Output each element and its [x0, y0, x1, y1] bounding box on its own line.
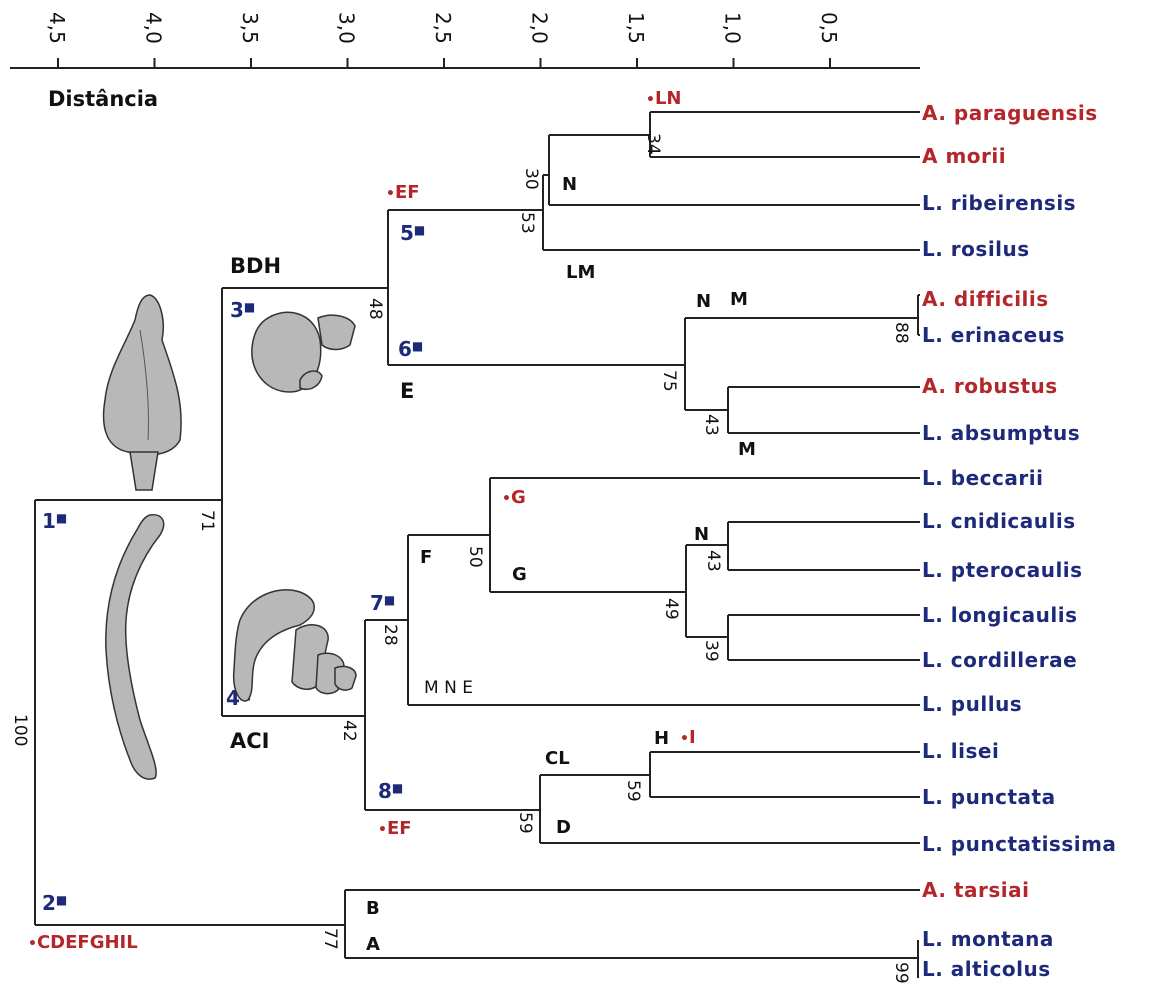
support-value: 100 [10, 714, 30, 746]
support-value: 30 [521, 168, 541, 190]
node-number-1: 1■ [42, 509, 67, 533]
axis-tick-label: 3,5 [238, 12, 262, 44]
support-value: 59 [515, 812, 535, 834]
character-labels: •LN •EF N LM N M E M •G F G N M N E H •I… [28, 88, 756, 955]
axis-tick-label: 1,0 [721, 12, 745, 44]
support-value: 28 [380, 624, 400, 646]
taxon-label: L. cnidicaulis [922, 509, 1076, 533]
node-number-8: 8■ [378, 779, 403, 803]
node-number-7: 7■ [370, 591, 395, 615]
taxon-label: A. robustus [922, 374, 1058, 398]
distance-axis: 4,5 4,0 3,5 3,0 2,5 2,0 1,5 1,0 0,5 Distância [10, 12, 920, 111]
char-label-a: A [366, 934, 380, 955]
anther-figure-bottom-icon [106, 515, 164, 779]
node-number-3: 3■ [230, 298, 255, 322]
support-value: 43 [703, 550, 723, 572]
taxon-label: L. punctatissima [922, 832, 1116, 856]
axis-tick-label: 3,0 [335, 12, 359, 44]
taxon-labels: A. paraguensis A morii L. ribeirensis L. ro… [922, 101, 1116, 981]
axis-tick-label: 4,5 [45, 12, 69, 44]
node-number-2: 2■ [42, 891, 67, 915]
taxon-label: L. pullus [922, 692, 1022, 716]
taxon-label: L. punctata [922, 785, 1056, 809]
anther-figure-top-icon [104, 295, 182, 490]
taxon-label: L. cordillerae [922, 648, 1077, 672]
taxon-label: A. tarsiai [922, 878, 1029, 902]
axis-tick-label: 0,5 [817, 12, 841, 44]
flower-figure-upper-icon [252, 312, 355, 392]
axis-title: Distância [48, 87, 158, 111]
taxon-label: A. paraguensis [922, 101, 1098, 125]
char-label-n: N [694, 524, 709, 545]
axis-tick-label: 2,5 [431, 12, 455, 44]
taxon-label: L. pterocaulis [922, 558, 1083, 582]
support-value: 77 [320, 928, 340, 950]
char-label-n-small: N [562, 174, 577, 195]
char-label-m-lower: M [738, 439, 756, 460]
tree-branches [35, 112, 920, 978]
taxon-label: L. beccarii [922, 466, 1043, 490]
char-label-mne: M N E [424, 678, 473, 698]
taxon-label: L. rosilus [922, 237, 1030, 261]
group-label-aci: ACI [230, 729, 269, 753]
char-label-h: H [654, 728, 669, 749]
support-value: 48 [365, 298, 385, 320]
axis-tick-label: 1,5 [624, 12, 648, 44]
taxon-label: L. longicaulis [922, 603, 1078, 627]
char-label-m-upper: M [730, 289, 748, 310]
taxon-label: L. absumptus [922, 421, 1080, 445]
support-value: 88 [891, 322, 911, 344]
support-value: 43 [701, 414, 721, 436]
group-label-bdh: BDH [230, 254, 281, 278]
taxon-label: L. lisei [922, 739, 999, 763]
node-number-5: 5■ [400, 221, 425, 245]
support-value: 34 [643, 133, 663, 155]
char-label-cdefghil: •CDEFGHIL [28, 932, 138, 953]
axis-tick-label: 2,0 [528, 12, 552, 44]
support-value: 53 [517, 212, 537, 234]
support-value: 50 [465, 546, 485, 568]
support-value: 42 [339, 720, 359, 742]
char-label-ef-lower: •EF [378, 818, 412, 839]
char-label-i-red: •I [680, 727, 696, 748]
axis-tick-label: 4,0 [142, 12, 166, 44]
char-label-e: E [400, 379, 414, 403]
support-value: 71 [197, 510, 217, 532]
support-value: 75 [659, 370, 679, 392]
support-value: 39 [701, 640, 721, 662]
taxon-label: L. erinaceus [922, 323, 1065, 347]
support-value: 59 [623, 780, 643, 802]
char-label-lm: LM [566, 262, 595, 283]
char-label-g: G [512, 564, 527, 585]
taxon-label: A morii [922, 144, 1006, 168]
support-value: 49 [661, 598, 681, 620]
flower-figure-lower-icon [234, 590, 356, 701]
node-number-6: 6■ [398, 337, 423, 361]
char-label-ef-upper: •EF [386, 182, 420, 203]
axis-ticks: 4,5 4,0 3,5 3,0 2,5 2,0 1,5 1,0 0,5 [45, 12, 841, 68]
char-label-n-upper: N [696, 291, 711, 312]
char-label-cl: CL [545, 748, 570, 769]
taxon-label: L. ribeirensis [922, 191, 1076, 215]
char-label-b: B [366, 898, 380, 919]
support-values: 34 30 53 48 88 75 43 71 50 43 49 39 28 4… [10, 133, 911, 984]
taxon-label: L. montana [922, 927, 1054, 951]
taxon-label: A. difficilis [922, 287, 1049, 311]
taxon-label: L. alticolus [922, 957, 1051, 981]
char-label-d: D [556, 817, 571, 838]
char-label-f: F [420, 547, 432, 568]
char-label-g-red: •G [502, 487, 526, 508]
support-value: 99 [891, 962, 911, 984]
char-label-ln: •LN [646, 88, 682, 109]
